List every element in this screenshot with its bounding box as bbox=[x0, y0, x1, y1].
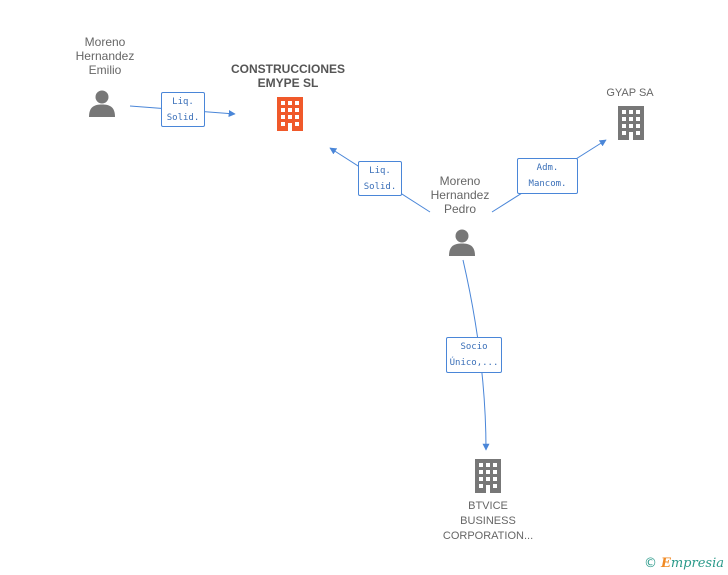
node-label-emilio[interactable]: Moreno Hernandez Emilio bbox=[75, 35, 135, 77]
copyright-icon: © bbox=[643, 556, 657, 571]
building-icon[interactable] bbox=[618, 106, 644, 140]
building-icon[interactable] bbox=[475, 459, 501, 493]
relation-box-adm-mancom[interactable]: Adm. Mancom. bbox=[517, 158, 578, 194]
relation-box-liq-solid[interactable]: Liq. Solid. bbox=[358, 161, 402, 196]
person-icon[interactable] bbox=[89, 90, 115, 118]
person-icon[interactable] bbox=[449, 229, 475, 257]
relation-box-socio-unico[interactable]: Socio Único,... bbox=[446, 337, 502, 373]
building-icon[interactable] bbox=[277, 97, 303, 131]
empresia-logo: ©Empresia bbox=[643, 556, 724, 571]
node-label-pedro[interactable]: Moreno Hernandez Pedro bbox=[430, 174, 490, 216]
node-label-btvice[interactable]: BTVICE BUSINESS CORPORATION... bbox=[442, 500, 534, 542]
node-label-construcciones[interactable]: CONSTRUCCIONES EMYPE SL bbox=[230, 62, 345, 90]
node-label-gyap[interactable]: GYAP SA bbox=[606, 87, 654, 99]
relation-box-liq-solid[interactable]: Liq. Solid. bbox=[161, 92, 205, 127]
